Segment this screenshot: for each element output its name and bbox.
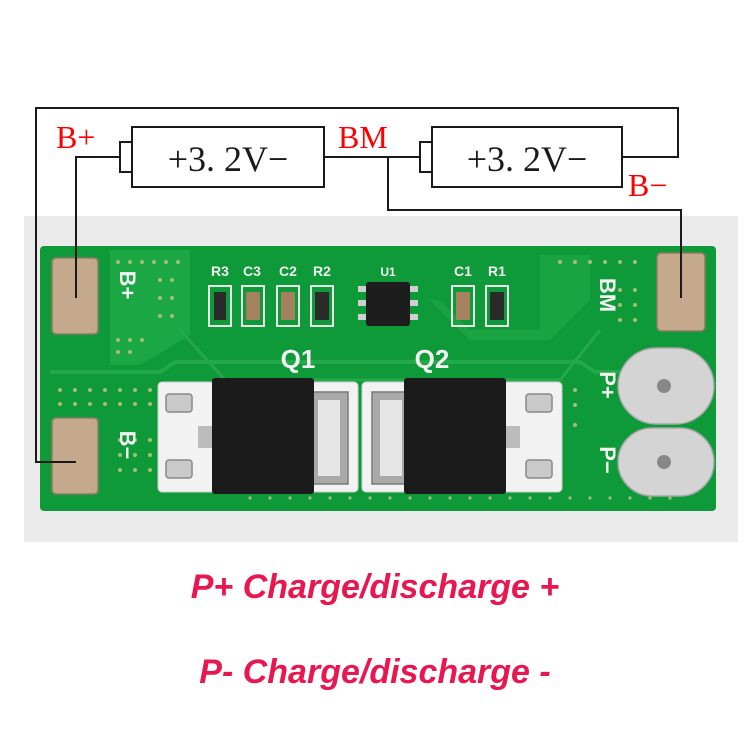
ic-u1 [358,282,418,326]
label-r3: R3 [211,263,229,279]
wiring [35,107,682,463]
pad-p-plus [617,347,715,425]
battery-2-label: +3. 2V− [467,139,588,179]
silk-p-plus: P+ [595,371,620,399]
battery-1: +3. 2V− [119,126,325,188]
silk-b-minus: B− [115,431,140,460]
smd-parts [208,285,509,327]
battery-2: +3. 2V− [419,126,623,188]
label-c2: C2 [279,263,297,279]
wire-label-bm: BM [338,119,388,155]
label-r1: R1 [488,263,506,279]
label-q1: Q1 [281,344,316,374]
label-u1: U1 [380,265,396,279]
silk-p-minus: P− [595,446,620,474]
battery-1-label: +3. 2V− [168,139,289,179]
label-q2: Q2 [415,344,450,374]
label-c3: C3 [243,263,261,279]
pad-b-minus [51,417,99,495]
label-r2: R2 [313,263,331,279]
caption-p-minus: P- Charge/discharge - [199,653,551,691]
caption-p-plus: P+ Charge/discharge + [190,568,560,606]
wire-label-b-plus: B+ [56,119,95,155]
wire-label-b-minus: B− [628,167,667,203]
silk-bm: BM [595,278,620,312]
mosfet-q2 [361,378,563,494]
pad-p-minus [617,427,715,497]
silk-b-plus: B+ [115,271,140,300]
label-c1: C1 [454,263,472,279]
mosfet-q1 [157,378,359,494]
